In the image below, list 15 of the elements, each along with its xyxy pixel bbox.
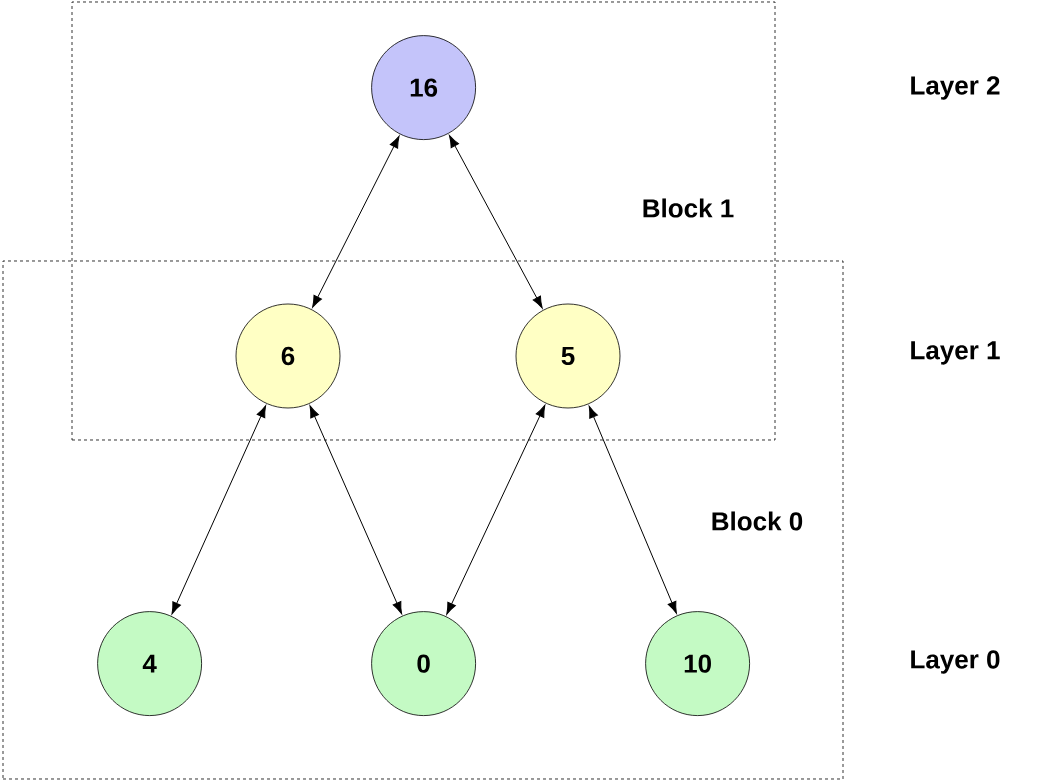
circle-node: 4 <box>97 611 202 716</box>
arrow <box>448 135 543 309</box>
circle-node: 6 <box>235 303 341 409</box>
circle-node: 5 <box>515 303 621 409</box>
arrow <box>309 405 403 615</box>
arrow <box>588 405 677 614</box>
layer-label: Layer 1 <box>911 341 1000 365</box>
layer-label: Layer 2 <box>911 76 1000 100</box>
layer-label: Layer 0 <box>911 650 1000 674</box>
circle-node: 10 <box>645 611 750 716</box>
arrow <box>171 405 267 615</box>
arrow <box>312 135 400 308</box>
circle-node: 16 <box>371 35 476 140</box>
arrow <box>446 404 546 615</box>
circle-node: 0 <box>371 611 476 716</box>
